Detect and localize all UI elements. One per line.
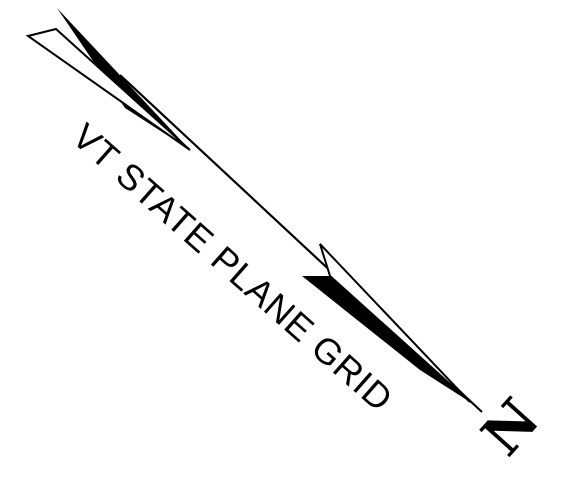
arrow-head-solid	[302, 276, 470, 402]
north-arrow	[25, 8, 483, 413]
tail-fletching-outline	[25, 27, 191, 151]
tail-fletching-solid	[57, 8, 190, 150]
arrow-head	[302, 243, 471, 403]
tail-fletching	[25, 8, 191, 151]
arrow-head-outline	[319, 243, 471, 403]
